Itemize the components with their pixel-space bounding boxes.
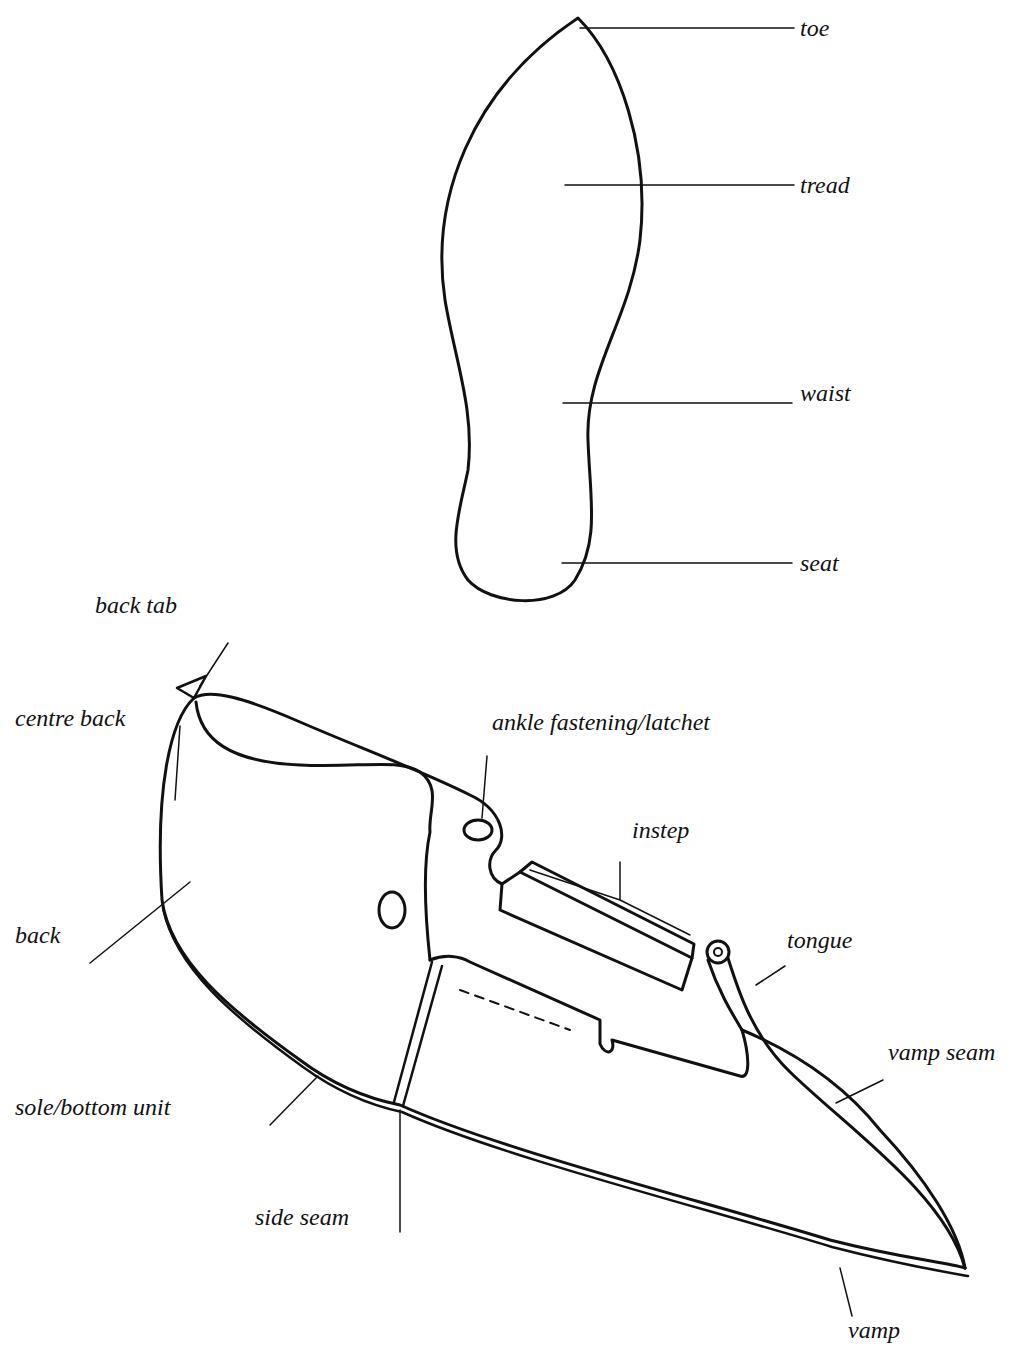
part-label: instep — [632, 817, 689, 843]
part-label: seat — [800, 550, 839, 576]
part-label: back — [15, 922, 60, 948]
part-label: waist — [800, 380, 851, 406]
part-label: sole/bottom unit — [15, 1094, 170, 1120]
part-label: vamp — [848, 1317, 900, 1343]
part-label: tread — [800, 172, 850, 198]
part-label: toe — [800, 15, 829, 41]
part-label: side seam — [255, 1204, 349, 1230]
part-label: tongue — [787, 927, 852, 953]
part-label: vamp seam — [888, 1039, 995, 1065]
part-label: centre back — [15, 705, 125, 731]
part-label: ankle fastening/latchet — [492, 709, 710, 735]
part-label: back tab — [95, 592, 177, 618]
